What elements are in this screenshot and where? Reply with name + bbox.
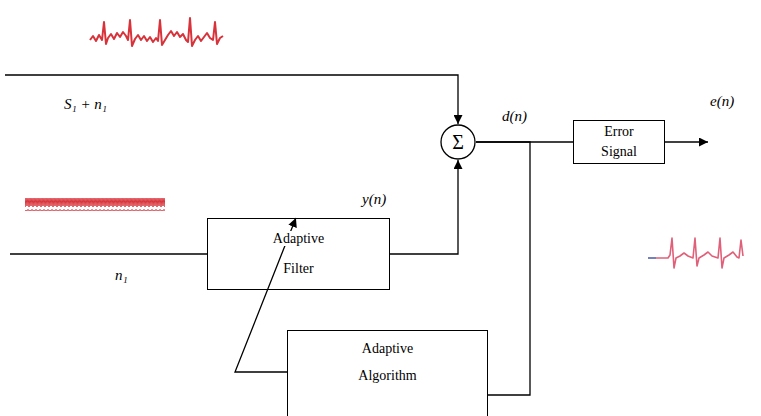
node-text-block: Adaptive Algorithm	[348, 335, 428, 389]
node-label: Adaptive Algorithm	[356, 341, 418, 383]
adaptive-algorithm-box: Adaptive Algorithm	[287, 330, 488, 416]
summing-junction: Σ	[440, 124, 476, 160]
adaptive-filter-box: Adaptive Filter	[207, 218, 390, 290]
primary-input-line	[5, 75, 458, 124]
signal-connector	[476, 142, 530, 395]
signal-label: y(n)	[360, 190, 388, 208]
connector-group	[235, 142, 573, 395]
reference-input-line	[10, 253, 207, 254]
node-text-block: Adaptive Filter	[263, 224, 335, 284]
signal-label: d(n)	[500, 107, 529, 125]
signal-label: e(n)	[708, 92, 736, 110]
node-label: Adaptive Filter	[271, 231, 326, 276]
noise-waveform	[25, 198, 165, 211]
output-arrow	[665, 141, 708, 142]
node-label: Error Signal	[599, 124, 639, 159]
clean-ecg-waveform	[656, 238, 743, 268]
node-text-block: Error Signal	[594, 122, 644, 162]
signal-connector	[390, 160, 458, 254]
circle-outline-shape	[441, 125, 475, 159]
signal-label: n₁	[113, 266, 130, 284]
clean-ecg-baseline	[648, 257, 656, 259]
noisy-ecg-waveform	[90, 18, 223, 46]
error-signal-box: Error Signal	[573, 120, 665, 164]
node-label: Σ	[450, 131, 466, 153]
node-text-block: Σ	[450, 132, 466, 152]
signal-label: S₁ + n₁	[62, 95, 109, 113]
